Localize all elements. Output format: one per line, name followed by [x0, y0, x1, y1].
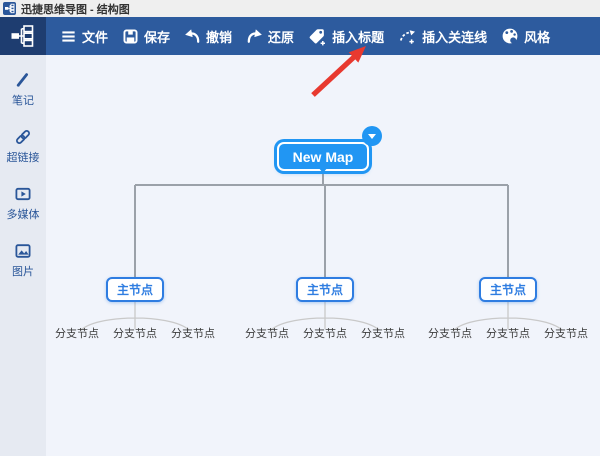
chevron-down-icon	[368, 133, 376, 143]
main-node-2[interactable]: 主节点	[296, 277, 354, 302]
pencil-icon	[16, 73, 28, 87]
app-logo	[0, 17, 46, 55]
branch-node[interactable]: 分支节点	[171, 328, 215, 340]
palette-icon	[502, 28, 518, 44]
branch-node[interactable]: 分支节点	[303, 328, 347, 340]
media-icon	[15, 187, 31, 201]
save-button-label: 保存	[144, 29, 171, 45]
redo-button-label: 还原	[268, 29, 295, 45]
redo-button[interactable]: 还原	[246, 27, 294, 46]
sidebar: 笔记 超链接 多媒体 图片	[0, 55, 46, 456]
title-bar: 迅捷思维导图 - 结构图	[0, 0, 600, 17]
root-node-collapse-badge[interactable]	[362, 126, 382, 146]
main-node-1[interactable]: 主节点	[106, 277, 164, 302]
sidebar-item-multimedia[interactable]: 多媒体	[7, 185, 40, 222]
insert-relation-button[interactable]: 插入关连线	[398, 27, 487, 46]
sidebar-item-notes[interactable]: 笔记	[12, 71, 34, 108]
root-node[interactable]: New Map	[277, 142, 369, 173]
sidebar-item-notes-label: 笔记	[12, 95, 34, 107]
main-node-3[interactable]: 主节点	[479, 277, 537, 302]
tag-icon	[309, 28, 326, 45]
save-button[interactable]: 保存	[122, 27, 170, 46]
sidebar-item-multimedia-label: 多媒体	[6, 209, 40, 221]
branch-node[interactable]: 分支节点	[544, 328, 588, 340]
sidebar-item-hyperlink-label: 超链接	[6, 152, 40, 164]
toolbar-buttons: 文件 保存 撤销	[46, 27, 550, 46]
image-icon	[15, 244, 31, 258]
branch-node[interactable]: 分支节点	[428, 328, 472, 340]
branch-node[interactable]: 分支节点	[113, 328, 157, 340]
undo-button-label: 撤销	[206, 29, 233, 45]
insert-title-button-label: 插入标题	[332, 29, 385, 45]
mindmap-logo-icon	[11, 25, 34, 47]
branch-node[interactable]: 分支节点	[361, 328, 405, 340]
mindmap-canvas[interactable]: New Map 主节点 主节点 主节点 分支节点 分支节点 分支节点 分支节点 …	[46, 55, 600, 456]
relation-line-icon	[400, 29, 416, 44]
toolbar: 文件 保存 撤销	[0, 17, 600, 55]
undo-icon	[185, 28, 200, 43]
file-button[interactable]: 文件	[60, 27, 108, 46]
save-icon	[123, 29, 138, 43]
insert-title-button[interactable]: 插入标题	[308, 27, 384, 46]
branch-node[interactable]: 分支节点	[55, 328, 99, 340]
style-button-label: 风格	[524, 29, 551, 45]
menu-icon	[62, 30, 75, 42]
connector-lines	[80, 174, 563, 331]
window-title: 迅捷思维导图 - 结构图	[21, 3, 130, 16]
link-icon	[16, 130, 30, 144]
sidebar-item-image[interactable]: 图片	[12, 242, 34, 279]
insert-relation-button-label: 插入关连线	[422, 29, 488, 45]
branch-node[interactable]: 分支节点	[486, 328, 530, 340]
file-button-label: 文件	[82, 29, 109, 45]
branch-node[interactable]: 分支节点	[245, 328, 289, 340]
app-icon	[3, 2, 16, 15]
style-button[interactable]: 风格	[501, 27, 550, 46]
annotation-arrow-icon	[311, 46, 366, 97]
sidebar-item-hyperlink[interactable]: 超链接	[7, 128, 40, 165]
undo-button[interactable]: 撤销	[184, 27, 232, 46]
redo-icon	[247, 28, 262, 43]
sidebar-item-image-label: 图片	[12, 266, 34, 278]
